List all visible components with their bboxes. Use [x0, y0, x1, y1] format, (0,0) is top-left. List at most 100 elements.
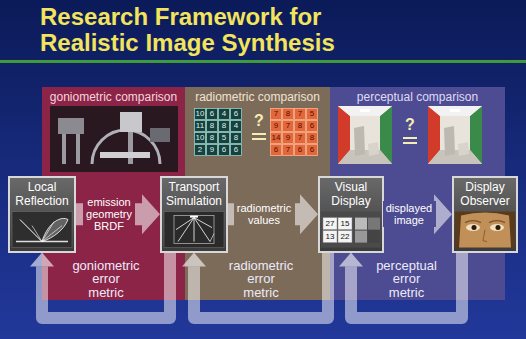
radiometric-matrices — [270, 108, 318, 156]
observer-eyes — [489, 221, 505, 223]
box-label: Display Observer — [454, 178, 516, 209]
flow-arrow — [228, 194, 318, 234]
observer-eyes — [455, 212, 515, 248]
matrix-value: 7 — [294, 108, 306, 120]
feedback-arrow — [194, 253, 328, 318]
matrix-value: 14 — [270, 132, 282, 144]
box-fill — [318, 176, 384, 253]
panel-heading: perceptual comparison — [330, 87, 505, 104]
light-transport-icon — [194, 218, 212, 228]
matrix-value: 7 — [270, 108, 282, 120]
arrow-label: displayed image — [383, 201, 436, 227]
light-transport-icon — [164, 212, 224, 248]
display-value: 15 — [338, 218, 352, 230]
matrix-value: 6 — [306, 120, 318, 132]
reflection-icon — [20, 220, 42, 242]
observer-eyes — [455, 212, 515, 248]
arrow-label: radiometric values — [234, 201, 295, 227]
observer-eyes — [483, 230, 487, 242]
light-transport-icon — [164, 212, 224, 248]
display-icon — [323, 218, 337, 230]
light-transport-icon — [190, 216, 198, 218]
feedback-label: radiometric error metric — [228, 259, 295, 300]
goniometer-photo — [128, 132, 133, 164]
display-icon — [323, 231, 337, 243]
matrix-value: 6 — [230, 144, 242, 156]
display-icon — [368, 231, 380, 243]
goniometer-photo — [120, 112, 142, 132]
box-label: Local Reflection — [10, 178, 74, 209]
display-value: 13 — [323, 231, 337, 243]
process-box: Visual Display — [318, 176, 384, 253]
observer-eyes — [496, 225, 501, 230]
matrix-value: 4 — [230, 120, 242, 132]
matrix-value: 2 — [194, 144, 206, 156]
panel-heading: radiometric comparison — [185, 87, 330, 104]
matrix-value: 9 — [282, 132, 294, 144]
radiometric-matrices — [252, 138, 266, 140]
light-transport-icon — [176, 218, 194, 230]
comparison-mark: ? — [251, 112, 267, 130]
feedback-arrow — [42, 253, 170, 318]
goniometer-photo — [76, 134, 80, 164]
light-transport-icon — [178, 218, 194, 242]
reflection-icon — [12, 212, 72, 248]
cornell-box-images — [403, 137, 417, 139]
matrix-value: 8 — [206, 132, 218, 144]
matrix-value: 6 — [230, 108, 242, 120]
observer-eyes — [466, 224, 480, 231]
connector-arrow — [339, 253, 462, 318]
connector-arrow — [76, 194, 160, 234]
matrix-value: 11 — [194, 120, 206, 132]
matrix-value: 8 — [282, 108, 294, 120]
feedback-arrowhead — [30, 253, 54, 267]
box-fill — [160, 176, 228, 253]
light-transport-icon — [174, 216, 214, 244]
matrix-value: 10 — [194, 132, 206, 144]
connector-arrow — [228, 194, 318, 234]
display-icon — [355, 218, 367, 230]
connector-arrow — [30, 253, 170, 318]
radiometric-matrices — [194, 108, 318, 156]
matrix-value: 8 — [294, 120, 306, 132]
reflection-icon — [32, 226, 42, 242]
matrix-value: 6 — [306, 144, 318, 156]
matrix-value: 7 — [282, 120, 294, 132]
light-transport-icon — [194, 218, 195, 242]
matrix-value: 6 — [270, 144, 282, 156]
reflection-icon — [42, 226, 62, 242]
matrix-value: 5 — [306, 108, 318, 120]
reflection-icon — [42, 218, 68, 241]
matrix-value: 4 — [218, 108, 230, 120]
goniometer-photo — [50, 106, 178, 172]
process-box: Display Observer — [452, 176, 518, 253]
display-icon — [321, 212, 381, 248]
matrix-value: 7 — [282, 144, 294, 156]
matrix-value: 9 — [270, 120, 282, 132]
goniometer-photo — [92, 130, 160, 164]
display-icon — [321, 212, 381, 248]
display-value: 27 — [323, 218, 337, 230]
matrix-value: 5 — [218, 132, 230, 144]
observer-eyes — [465, 221, 481, 223]
display-value: 22 — [338, 231, 352, 243]
goniometer-photo — [50, 106, 178, 172]
cornell-box-images — [338, 106, 392, 164]
cornell-box-images — [403, 142, 417, 144]
observer-eyes — [459, 213, 511, 248]
display-icon — [355, 231, 367, 243]
matrix-value: 10 — [194, 108, 206, 120]
light-transport-icon — [210, 234, 214, 242]
box-fills — [8, 176, 518, 253]
reflection-icon — [42, 222, 54, 242]
matrix-value: 8 — [306, 132, 318, 144]
feedback-label: goniometric error metric — [71, 259, 141, 300]
display-icon — [338, 231, 352, 243]
process-box: Transport Simulation — [160, 176, 228, 253]
matrix-value: 8 — [206, 120, 218, 132]
connector-arrow — [182, 253, 328, 318]
goniometer-photo — [100, 152, 150, 158]
matrix-value: 7 — [294, 132, 306, 144]
matrix-value: 8 — [230, 132, 242, 144]
box-fill — [8, 176, 76, 253]
